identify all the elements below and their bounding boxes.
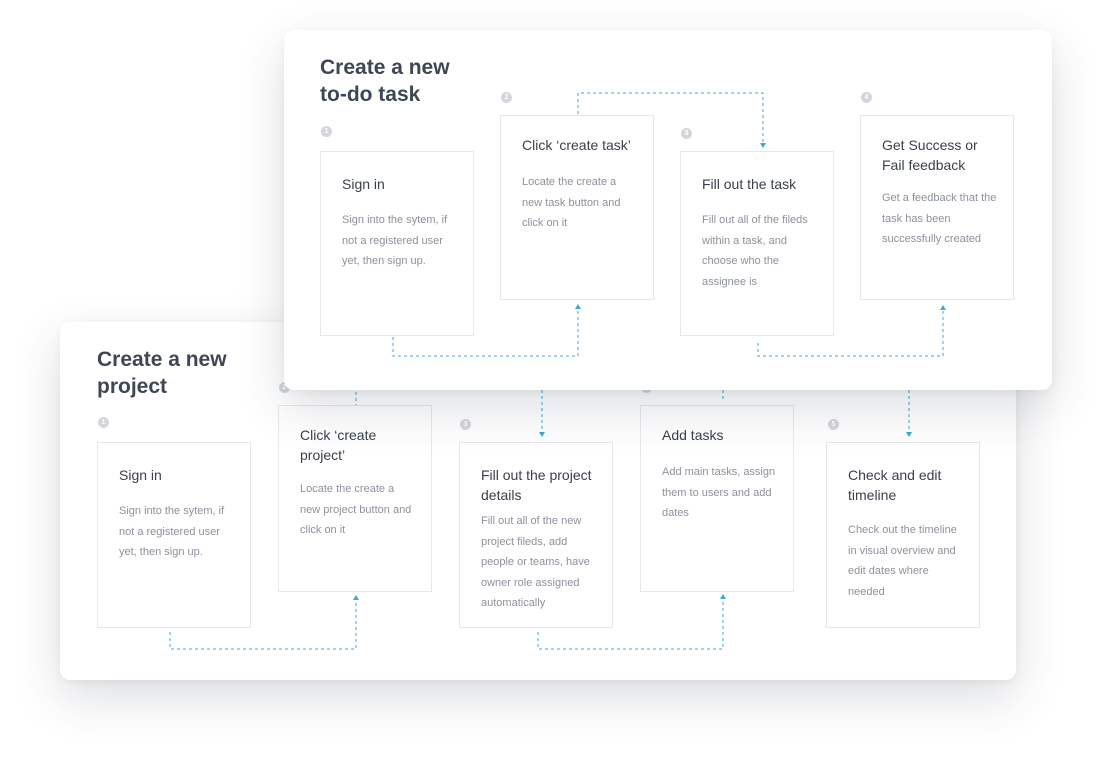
todo-step-3-title: Fill out the task <box>702 176 797 192</box>
arrowhead-project-4 <box>720 594 726 599</box>
todo-step-2-title: Click ‘create task’ <box>522 137 631 153</box>
todo-step-4-title: Get Success or Fail feedback <box>882 137 978 173</box>
todo-step-2-description: Locate the create a new task button and … <box>522 176 621 229</box>
arrowhead-project-5 <box>906 432 912 437</box>
arrowhead-todo-3 <box>760 143 766 148</box>
todo-step-2-badge: 2 <box>501 92 512 103</box>
arrowhead-todo-2 <box>575 304 581 309</box>
project-step-3-badge: 3 <box>460 419 471 430</box>
connector-todo-2-3 <box>577 92 764 143</box>
arrowhead-project-2 <box>353 595 359 600</box>
project-flow-title: Create a new project <box>97 348 227 398</box>
project-step-5-description: Check out the timeline in visual overvie… <box>848 524 957 598</box>
connector-todo-3-4 <box>757 309 944 357</box>
project-flow-connectors <box>169 390 912 650</box>
todo-step-1-badge: 1 <box>321 126 332 137</box>
todo-flow-panel: Create a new to-do task 1 Sign in Sign i… <box>284 30 1052 390</box>
arrowhead-todo-4 <box>940 305 946 310</box>
project-step-5-title: Check and edit timeline <box>848 467 942 503</box>
project-step-4-description: Add main tasks, assign them to users and… <box>662 466 776 519</box>
todo-step-3-card: Fill out the task Fill out all of the fi… <box>680 151 834 336</box>
project-step-1-title: Sign in <box>119 467 162 483</box>
todo-step-4-description: Get a feedback that the task has been su… <box>882 192 997 245</box>
todo-step-1-description: Sign into the sytem, if not a registered… <box>342 214 448 267</box>
project-step-5-card: Check and edit timeline Check out the ti… <box>826 442 980 628</box>
project-step-2-badge: 2 <box>279 382 290 393</box>
connector-project-3-4 <box>537 598 724 650</box>
project-step-4-card: Add tasks Add main tasks, assign them to… <box>640 405 794 592</box>
project-step-2-card: Click ‘create project’ Locate the create… <box>278 405 432 592</box>
todo-step-3-badge: 3 <box>681 128 692 139</box>
project-step-3-title: Fill out the project details <box>481 467 592 503</box>
todo-step-4-card: Get Success or Fail feedback Get a feedb… <box>860 115 1014 300</box>
todo-flow-title: Create a new to-do task <box>320 56 450 106</box>
connector-project-1-2 <box>169 599 357 650</box>
project-step-1-card: Sign in Sign into the sytem, if not a re… <box>97 442 251 628</box>
arrowhead-project-3 <box>539 432 545 437</box>
project-step-2-description: Locate the create a new project button a… <box>300 483 412 536</box>
todo-step-3-description: Fill out all of the fileds within a task… <box>702 214 808 288</box>
connector-todo-1-2 <box>392 308 579 357</box>
project-step-5-badge: 5 <box>828 419 839 430</box>
todo-flow-connectors <box>392 92 946 357</box>
project-step-3-description: Fill out all of the new project fileds, … <box>481 515 590 609</box>
project-step-1-description: Sign into the sytem, if not a registered… <box>119 505 225 558</box>
todo-step-2-card: Click ‘create task’ Locate the create a … <box>500 115 654 300</box>
project-step-2-title: Click ‘create project’ <box>300 427 377 463</box>
project-step-3-card: Fill out the project details Fill out al… <box>459 442 613 628</box>
todo-step-1-card: Sign in Sign into the sytem, if not a re… <box>320 151 474 336</box>
project-step-4-title: Add tasks <box>662 427 724 443</box>
todo-step-1-title: Sign in <box>342 176 385 192</box>
project-step-1-badge: 1 <box>98 417 109 428</box>
todo-step-4-badge: 4 <box>861 92 872 103</box>
